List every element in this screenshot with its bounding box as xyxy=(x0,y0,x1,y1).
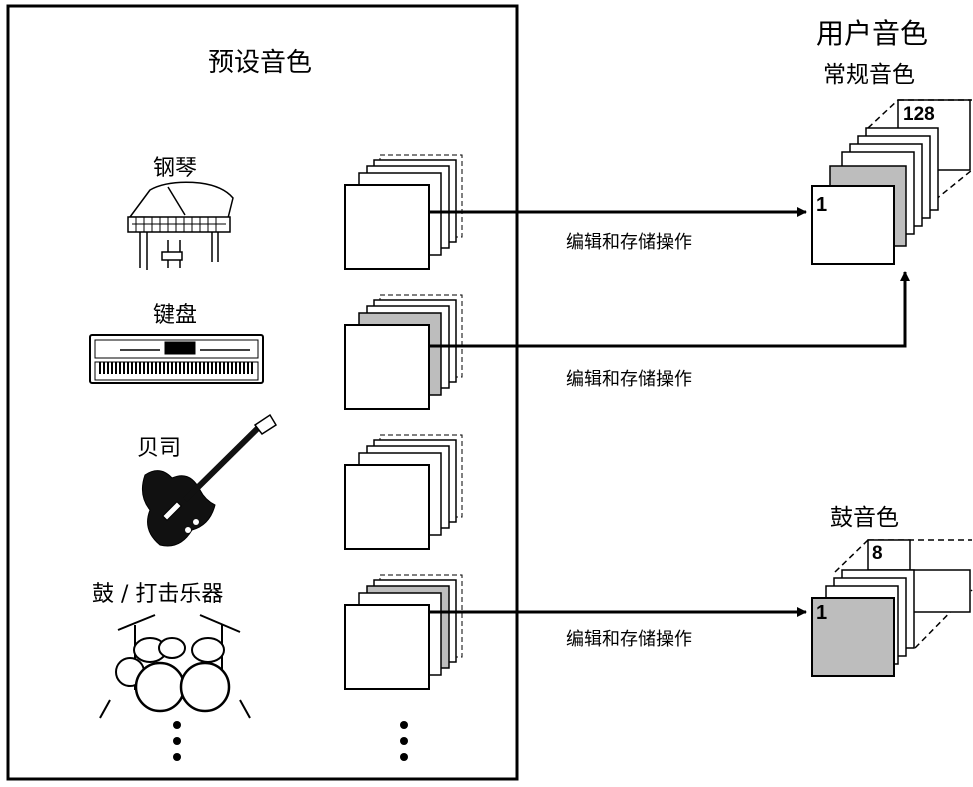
drum-stack-last-number: 8 xyxy=(872,543,883,565)
more-instruments-ellipsis xyxy=(173,721,181,761)
edit-store-label-2: 编辑和存储操作 xyxy=(566,365,692,391)
drum-voice-stack xyxy=(812,540,972,676)
edit-store-arrow-keyboard xyxy=(430,272,905,346)
preset-voice-stack-keyboard xyxy=(345,295,462,409)
keyboard-synth-icon xyxy=(90,335,263,383)
drum-kit-icon xyxy=(100,615,250,718)
edit-store-label-3: 编辑和存储操作 xyxy=(566,625,692,651)
user-stack-first-number: 1 xyxy=(816,194,827,217)
instrument-label-piano: 钢琴 xyxy=(153,150,197,182)
grand-piano-icon xyxy=(128,182,233,270)
drum-voice-title: 鼓音色 xyxy=(830,498,899,532)
user-voice-title: 用户音色 xyxy=(816,12,928,52)
instrument-label-drum: 鼓 / 打击乐器 xyxy=(92,576,223,608)
instrument-label-bass: 贝司 xyxy=(137,430,181,462)
preset-voice-title: 预设音色 xyxy=(208,42,312,79)
instrument-label-keyboard: 键盘 xyxy=(153,297,197,329)
user-normal-voice-stack xyxy=(812,100,972,264)
user-stack-last-number: 128 xyxy=(903,104,935,126)
preset-voice-stack-drum xyxy=(345,575,462,689)
more-voices-ellipsis xyxy=(400,721,408,761)
drum-stack-first-number: 1 xyxy=(816,602,827,625)
preset-voice-stack-bass xyxy=(345,435,462,549)
normal-voice-subtitle: 常规音色 xyxy=(823,55,915,89)
edit-store-label-1: 编辑和存储操作 xyxy=(566,228,692,254)
